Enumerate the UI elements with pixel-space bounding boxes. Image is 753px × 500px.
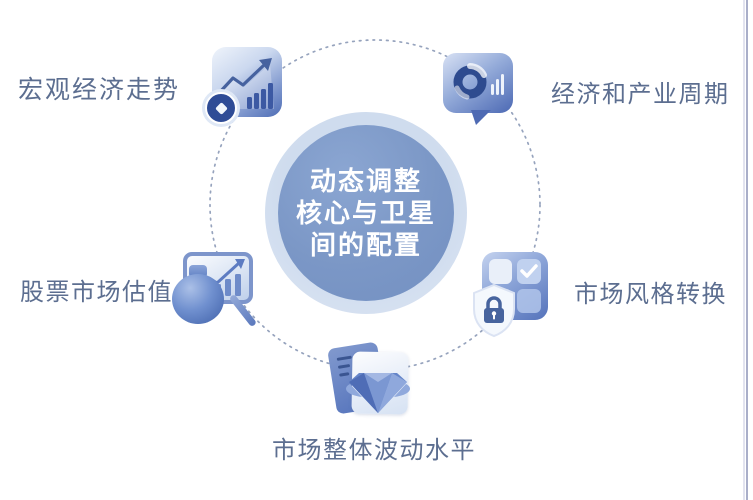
node-label-volatility-level: 市场整体波动水平 <box>272 437 476 464</box>
diamond-gem <box>346 373 410 413</box>
presentation-board-moneybag-icon <box>170 250 258 336</box>
center-circle: 动态调整 核心与卫星 间的配置 <box>278 125 454 301</box>
speech-bubble-stats-icon <box>443 53 513 125</box>
right-edge-divider <box>746 0 748 500</box>
center-text-line-1: 动态调整 <box>309 166 422 196</box>
check-icon <box>520 264 538 278</box>
grid-cell <box>517 288 541 313</box>
trend-chart-magnifier-icon <box>202 47 282 127</box>
center-text-line-2: 核心与卫星 <box>295 198 436 228</box>
documents-diamond-icon <box>326 340 428 422</box>
shield-lock-icon <box>473 283 515 338</box>
speech-bubble-body <box>443 53 513 113</box>
grid-check-shield-lock-icon <box>468 250 556 340</box>
moneybag-body <box>172 274 224 324</box>
grid-cell <box>489 259 512 284</box>
center-text-line-3: 间的配置 <box>309 230 422 260</box>
speech-bubble-tail <box>471 110 491 125</box>
grid-cell-checked <box>517 259 541 284</box>
node-label-macro-trend: 宏观经济走势 <box>18 76 181 104</box>
coin-magnifier-badge <box>202 89 240 127</box>
node-label-economy-cycle: 经济和产业周期 <box>551 81 730 108</box>
node-label-style-switch: 市场风格转换 <box>574 281 727 308</box>
node-label-market-valuation: 股票市场估值 <box>20 279 173 306</box>
right-edge-divider-soft <box>743 0 745 500</box>
